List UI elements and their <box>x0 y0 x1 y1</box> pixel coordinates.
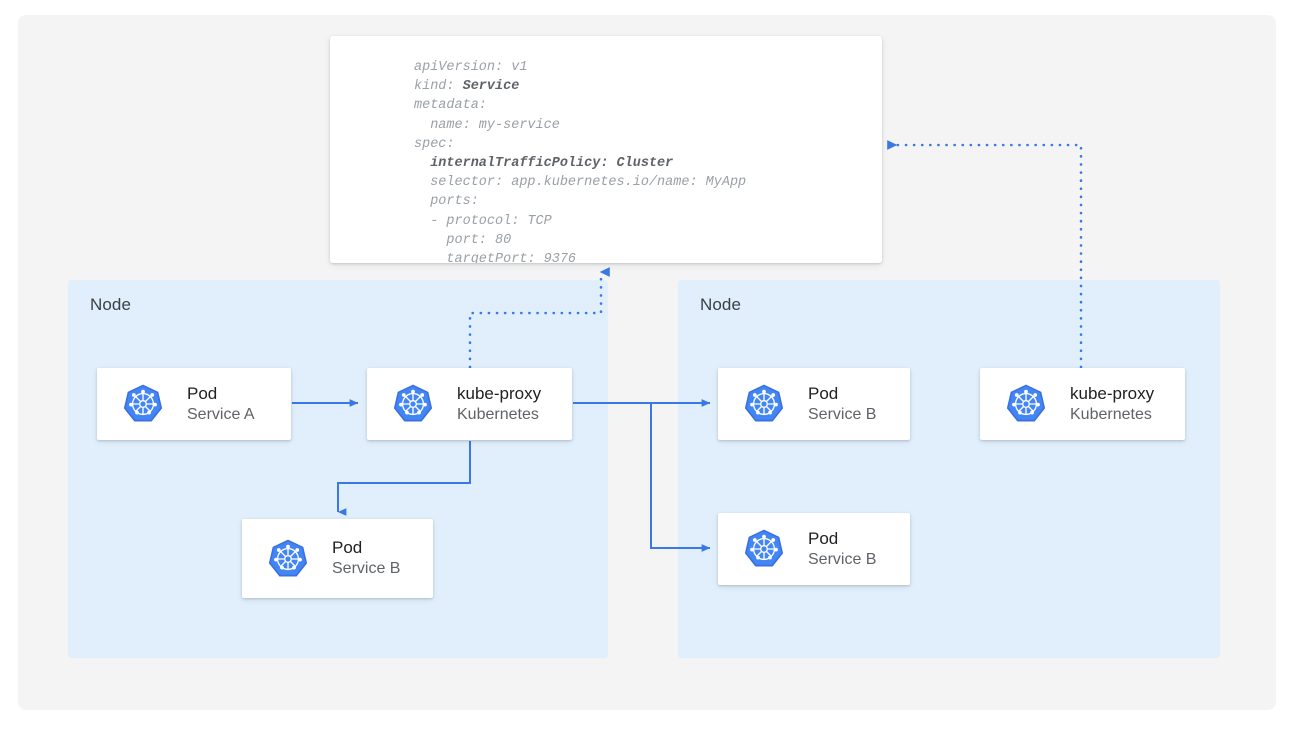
card-kube-proxy-left[interactable]: kube-proxy Kubernetes <box>367 368 572 440</box>
card-title: Pod <box>187 383 218 403</box>
card-text: Pod Service B <box>808 384 876 424</box>
card-pod-service-b-local[interactable]: Pod Service B <box>242 519 433 598</box>
card-text: kube-proxy Kubernetes <box>1070 384 1154 424</box>
card-subtitle: Kubernetes <box>1070 405 1152 423</box>
card-pod-service-b-remote-2[interactable]: Pod Service B <box>718 513 910 585</box>
card-kube-proxy-right[interactable]: kube-proxy Kubernetes <box>980 368 1185 440</box>
kubernetes-icon <box>742 382 786 426</box>
card-pod-service-b-remote-1[interactable]: Pod Service B <box>718 368 910 440</box>
card-title: Pod <box>332 538 363 558</box>
card-subtitle: Service B <box>808 550 877 568</box>
card-pod-service-a[interactable]: Pod Service A <box>97 368 291 440</box>
node-group-right: Node <box>678 280 1220 658</box>
node-label-right: Node <box>700 295 742 314</box>
card-text: Pod Service B <box>332 538 400 578</box>
node-label-left: Node <box>90 295 132 314</box>
card-title: Pod <box>808 383 839 403</box>
kubernetes-icon <box>1004 382 1048 426</box>
card-title: kube-proxy <box>1070 383 1155 403</box>
service-manifest-panel: apiVersion: v1 kind: Service metadata: n… <box>330 36 882 263</box>
card-title: Pod <box>808 528 839 548</box>
kubernetes-icon <box>121 382 165 426</box>
card-subtitle: Service B <box>808 405 877 423</box>
kubernetes-icon <box>742 527 786 571</box>
kubernetes-icon <box>391 382 435 426</box>
card-title: kube-proxy <box>457 383 542 403</box>
card-text: Pod Service B <box>808 529 876 569</box>
service-manifest-code: apiVersion: v1 kind: Service metadata: n… <box>414 60 747 263</box>
card-subtitle: Kubernetes <box>457 405 539 423</box>
card-text: Pod Service A <box>187 384 255 424</box>
node-group-left: Node <box>68 280 608 658</box>
card-subtitle: Service B <box>332 560 401 578</box>
card-subtitle: Service A <box>187 405 255 423</box>
kubernetes-icon <box>266 537 310 581</box>
card-text: kube-proxy Kubernetes <box>457 384 541 424</box>
